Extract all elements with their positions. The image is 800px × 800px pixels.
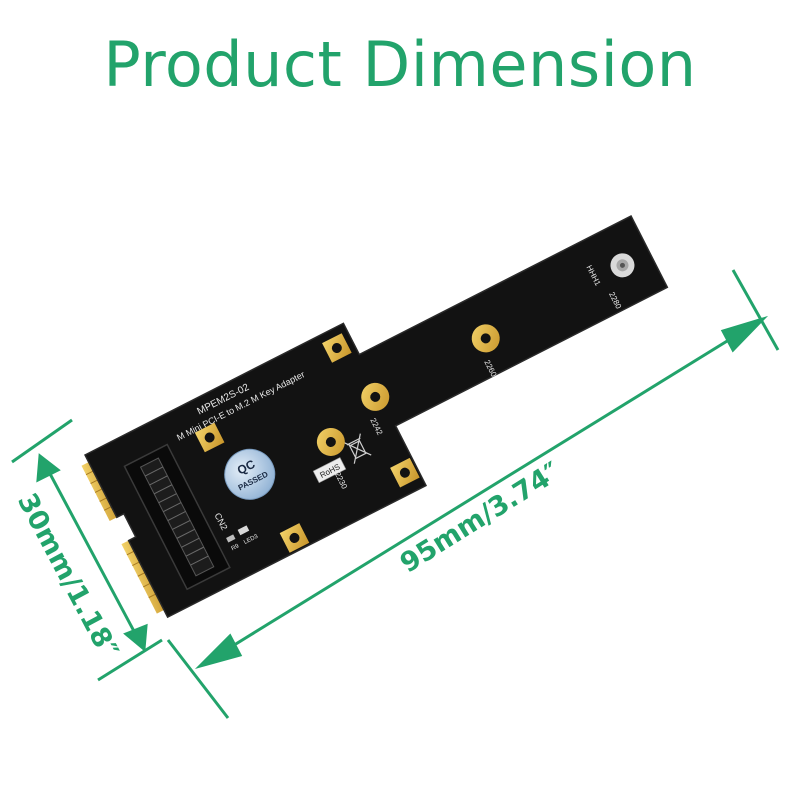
length-arrow-head-right (720, 315, 769, 353)
length-dimension (166, 269, 780, 719)
length-arrow-head-left (194, 633, 243, 669)
adapter-board: CN2 M MPEM2S-02 Mini PCI-E to M.2 M Key … (81, 215, 669, 619)
pcb-outline (83, 215, 669, 619)
width-dimension (11, 418, 163, 682)
width-arrow-line (46, 469, 138, 636)
resistor-label: R9 (231, 543, 241, 552)
resistor-component (226, 534, 236, 543)
width-extension-top (11, 418, 73, 464)
width-arrow-head-bottom (123, 623, 148, 652)
length-extension-left (166, 639, 230, 719)
weee-bin-icon (343, 433, 372, 464)
length-arrow-line (217, 328, 746, 657)
width-arrow-head-top (36, 453, 61, 483)
qc-passed-sticker: QC PASSED (224, 448, 276, 500)
width-extension-bottom (97, 638, 163, 682)
length-extension-right (731, 269, 780, 351)
led-component (237, 525, 250, 536)
standoff-pads (316, 253, 635, 456)
page-title: Product Dimension (103, 28, 697, 101)
mounting-pads (194, 333, 420, 553)
m2-slot (123, 443, 231, 591)
key-label: M (175, 430, 186, 442)
